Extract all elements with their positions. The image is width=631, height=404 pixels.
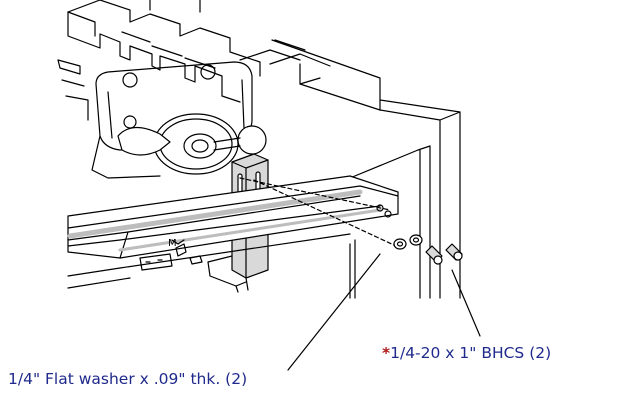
svg-text:M: M	[168, 238, 177, 249]
vise-face-plate	[91, 61, 267, 179]
required-marker: *	[382, 344, 391, 362]
slotted-top-block	[57, 0, 261, 121]
cabinet-frame	[239, 39, 461, 299]
leader-lines	[287, 253, 481, 371]
washers-and-screws	[393, 234, 463, 265]
bhcs-callout-label: *1/4-20 x 1" BHCS (2)	[382, 344, 552, 362]
bhcs-callout-text: 1/4-20 x 1" BHCS (2)	[390, 344, 552, 362]
washer-callout-text: 1/4" Flat washer x .09" thk. (2)	[8, 370, 248, 388]
fence-rail	[67, 175, 399, 289]
washer-callout-label: 1/4" Flat washer x .09" thk. (2)	[8, 370, 248, 388]
